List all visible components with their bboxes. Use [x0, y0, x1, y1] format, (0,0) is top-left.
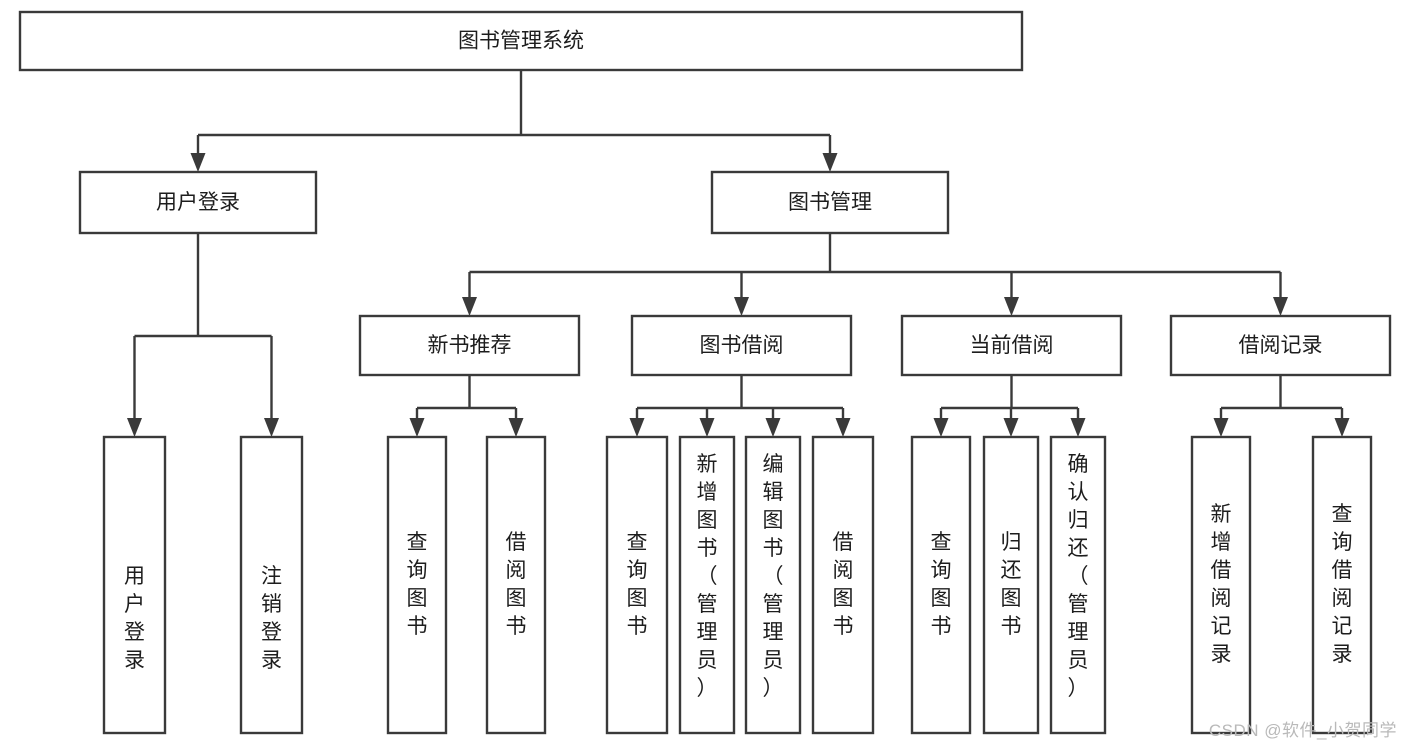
node-borrow-record[interactable]: 借阅记录: [1169, 314, 1392, 377]
arrow-head-icon: [933, 418, 949, 437]
arrow-head-icon: [1273, 297, 1288, 316]
node-box[interactable]: [811, 435, 875, 735]
node-label: 查询借阅记录: [1332, 503, 1353, 666]
node-leaf-edit-book[interactable]: 编辑图书（管理员）: [744, 435, 802, 735]
node-leaf-query-book-cur[interactable]: 查询图书: [910, 435, 972, 735]
node-label: 借阅图书: [506, 531, 527, 638]
node-label: 新增借阅记录: [1211, 503, 1232, 666]
arrow-head-icon: [508, 418, 524, 437]
node-box[interactable]: [678, 435, 736, 735]
node-book-borrow[interactable]: 图书借阅: [630, 314, 853, 377]
node-user-login[interactable]: 用户登录: [78, 170, 318, 235]
node-box[interactable]: [982, 435, 1040, 735]
node-label: 编辑图书（管理员）: [763, 453, 784, 700]
node-label: 查询图书: [931, 531, 952, 638]
node-new-book-rec[interactable]: 新书推荐: [358, 314, 581, 377]
arrow-head-icon: [1003, 418, 1019, 437]
node-box[interactable]: [18, 10, 1024, 72]
arrow-head-icon: [822, 153, 838, 172]
node-box[interactable]: [744, 435, 802, 735]
node-box[interactable]: [1311, 435, 1373, 735]
node-leaf-user-login[interactable]: 用户登录: [102, 435, 167, 735]
node-leaf-add-record[interactable]: 新增借阅记录: [1190, 435, 1252, 735]
node-label: 查询图书: [407, 531, 428, 638]
arrow-head-icon: [1213, 418, 1229, 437]
node-box[interactable]: [1190, 435, 1252, 735]
node-root[interactable]: 图书管理系统: [18, 10, 1024, 72]
node-box[interactable]: [900, 314, 1123, 377]
arrow-head-icon: [1070, 418, 1086, 437]
node-layer: 图书管理系统用户登录图书管理新书推荐图书借阅当前借阅借阅记录用户登录注销登录查询…: [18, 10, 1392, 735]
node-box[interactable]: [239, 435, 304, 735]
node-label: 当前借阅: [970, 334, 1054, 357]
node-label: 用户登录: [124, 565, 145, 672]
arrow-head-icon: [765, 418, 781, 437]
arrow-head-icon: [734, 297, 749, 316]
arrow-head-icon: [1334, 418, 1350, 437]
node-box[interactable]: [1169, 314, 1392, 377]
node-box[interactable]: [910, 435, 972, 735]
node-current-borrow[interactable]: 当前借阅: [900, 314, 1123, 377]
node-label: 借阅图书: [833, 531, 854, 638]
connector-group-borrow-record: [1213, 375, 1350, 437]
node-label: 新增图书（管理员）: [697, 453, 718, 700]
node-leaf-add-book[interactable]: 新增图书（管理员）: [678, 435, 736, 735]
arrow-head-icon: [264, 418, 279, 437]
node-leaf-return-book[interactable]: 归还图书: [982, 435, 1040, 735]
node-box[interactable]: [1049, 435, 1107, 735]
node-box[interactable]: [485, 435, 547, 735]
arrow-head-icon: [409, 418, 425, 437]
connector-group-current-borrow: [933, 375, 1086, 437]
node-box[interactable]: [630, 314, 853, 377]
node-leaf-query-record[interactable]: 查询借阅记录: [1311, 435, 1373, 735]
node-box[interactable]: [710, 170, 950, 235]
node-label: 图书管理: [788, 191, 872, 214]
node-leaf-query-book-borrow[interactable]: 查询图书: [605, 435, 669, 735]
watermark-text: CSDN @软件_小贺同学: [1208, 721, 1397, 740]
node-leaf-logout[interactable]: 注销登录: [239, 435, 304, 735]
arrow-head-icon: [835, 418, 851, 437]
node-leaf-confirm-return[interactable]: 确认归还（管理员）: [1049, 435, 1107, 735]
node-label: 用户登录: [156, 191, 240, 214]
node-label: 新书推荐: [428, 334, 512, 357]
connector-group-book-manage: [462, 233, 1288, 316]
node-box[interactable]: [386, 435, 448, 735]
connector-layer: [127, 70, 1350, 437]
node-leaf-query-book-rec[interactable]: 查询图书: [386, 435, 448, 735]
arrow-head-icon: [699, 418, 715, 437]
node-leaf-borrow-book-rec[interactable]: 借阅图书: [485, 435, 547, 735]
connector-group-new-book-rec: [409, 375, 524, 437]
node-label: 图书管理系统: [458, 30, 584, 53]
node-box[interactable]: [358, 314, 581, 377]
node-label: 注销登录: [261, 565, 282, 672]
node-label: 确认归还（管理员）: [1068, 453, 1089, 700]
node-book-manage[interactable]: 图书管理: [710, 170, 950, 235]
node-label: 归还图书: [1001, 531, 1022, 638]
arrow-head-icon: [629, 418, 645, 437]
node-box[interactable]: [102, 435, 167, 735]
node-label: 图书借阅: [700, 334, 784, 357]
connector-group-book-borrow: [629, 375, 851, 437]
node-label: 借阅记录: [1239, 334, 1323, 357]
node-leaf-borrow-book[interactable]: 借阅图书: [811, 435, 875, 735]
connector-group-root: [190, 70, 838, 172]
arrow-head-icon: [190, 153, 206, 172]
node-label: 查询图书: [627, 531, 648, 638]
connector-group-user-login: [127, 233, 279, 437]
arrow-head-icon: [462, 297, 477, 316]
node-box[interactable]: [605, 435, 669, 735]
arrow-head-icon: [127, 418, 142, 437]
node-box[interactable]: [78, 170, 318, 235]
arrow-head-icon: [1004, 297, 1019, 316]
